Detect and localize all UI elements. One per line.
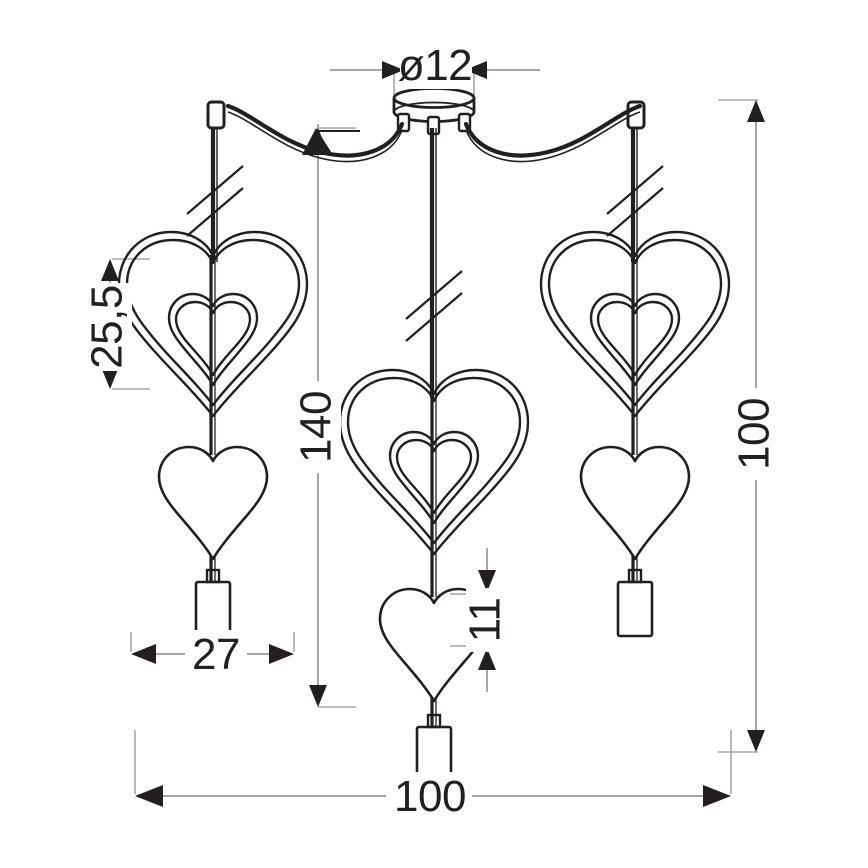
dimension-label-overall-height: 100 <box>730 388 779 480</box>
dimension-text: 140 <box>292 391 341 463</box>
dimension-text: 100 <box>730 398 779 470</box>
dimension-text: 11 <box>461 598 510 643</box>
dimension-label-canopy-diameter: ø12 <box>398 41 473 90</box>
dimension-text: 25,5 <box>83 285 132 369</box>
cable-hook-left <box>206 100 226 130</box>
dimension-text: 100 <box>394 772 466 821</box>
small-wire-heart <box>579 445 691 561</box>
dimension-label-small-heart-height: 11 <box>461 588 510 652</box>
ceiling-canopy <box>392 87 476 136</box>
dimension-label-heart-height: 25,5 <box>83 283 132 371</box>
dimension-text: ø12 <box>398 41 472 90</box>
lamp-socket <box>194 568 232 638</box>
pendant-center <box>338 128 530 783</box>
pendant-left <box>117 128 309 638</box>
dimension-label-heart-width: 27 <box>185 630 247 679</box>
pendant-right <box>539 128 731 638</box>
small-wire-heart <box>157 445 269 561</box>
lamp-socket <box>616 568 654 638</box>
dimension-label-overall-width: 100 <box>386 772 472 821</box>
dimension-label-drop-height: 140 <box>292 381 341 473</box>
dimension-text: 27 <box>192 630 240 679</box>
suspension-cable <box>225 103 643 163</box>
dimension-arrowheads <box>101 61 765 807</box>
